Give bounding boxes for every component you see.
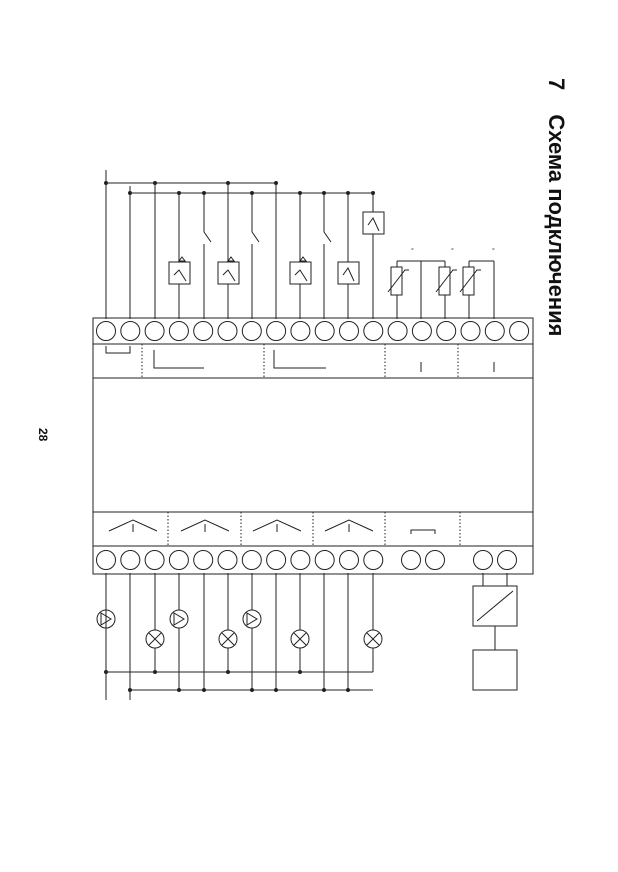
bottom-band-separators [167, 512, 461, 546]
top-terminal-13 [387, 321, 408, 341]
top-terminal-15 [436, 321, 457, 341]
bottom-terminal-15 [473, 550, 493, 570]
bottom-terminal-12 [363, 550, 384, 570]
bottom-terminal-11 [339, 550, 359, 570]
top-terminal-5 [193, 321, 214, 341]
input-sensor-5 [362, 211, 385, 235]
bottom-terminal-4 [168, 550, 189, 570]
bottom-terminal-9 [290, 550, 311, 570]
top-terminal-12 [363, 321, 384, 341]
input-sensor-1 [168, 261, 191, 285]
top-terminal-9 [290, 321, 311, 341]
bottom-terminal-strip [92, 545, 534, 575]
top-label-band [92, 343, 534, 379]
controller-housing [92, 317, 534, 575]
top-terminal-6 [217, 321, 238, 341]
top-terminal-8 [266, 321, 287, 341]
bottom-terminal-5 [193, 550, 214, 570]
top-terminal-1 [96, 321, 116, 341]
top-terminal-4 [168, 321, 189, 341]
lamp-icon [363, 629, 383, 649]
bottom-terminal-14 [425, 550, 445, 570]
input-sensor-4 [337, 261, 360, 285]
pump-icon [242, 609, 262, 629]
bottom-wiring [96, 573, 518, 700]
bottom-terminal-3 [144, 550, 165, 570]
page-number: 28 [36, 428, 50, 442]
section-number: 7 [544, 78, 569, 91]
pump-icon [96, 609, 116, 629]
bottom-terminal-1 [96, 550, 116, 570]
section-title: Схема подключения [544, 114, 569, 337]
top-terminal-2 [120, 321, 141, 341]
svg-text:°: ° [492, 247, 495, 255]
input-sensor-2 [217, 261, 240, 285]
lamp-icon [218, 629, 238, 649]
top-terminal-18 [509, 321, 530, 341]
bottom-terminal-6 [217, 550, 238, 570]
external-module [472, 649, 518, 691]
bottom-terminals [96, 550, 517, 570]
top-terminal-11 [339, 321, 359, 341]
lamp-icon [145, 629, 165, 649]
top-wiring [104, 170, 385, 319]
top-band-symbols [105, 346, 495, 372]
top-terminal-7 [241, 321, 262, 341]
svg-text:°: ° [411, 247, 414, 255]
pump-icon [169, 609, 189, 629]
lamp-icon [290, 629, 310, 649]
switch-3 [323, 231, 332, 243]
input-sensor-3 [289, 261, 312, 285]
svg-text:°: ° [451, 247, 454, 255]
bottom-terminal-7 [241, 550, 262, 570]
bottom-terminal-10 [314, 550, 335, 570]
top-terminal-3 [144, 321, 165, 341]
switch-2 [251, 231, 260, 243]
top-terminal-16 [460, 321, 481, 341]
top-terminal-10 [314, 321, 335, 341]
bottom-terminal-2 [120, 550, 141, 570]
top-band-separators [141, 344, 459, 378]
switch-1 [203, 231, 212, 243]
bottom-terminal-8 [266, 550, 287, 570]
temperature-sensors: ° ° ° [387, 247, 495, 319]
bottom-terminal-16 [497, 550, 517, 570]
top-terminal-14 [411, 321, 432, 341]
top-terminals [96, 321, 530, 341]
top-terminal-17 [484, 321, 505, 341]
section-heading: 7 Схема подключения [544, 78, 569, 337]
bottom-terminal-13 [401, 550, 421, 570]
bottom-band-symbols [108, 519, 436, 534]
